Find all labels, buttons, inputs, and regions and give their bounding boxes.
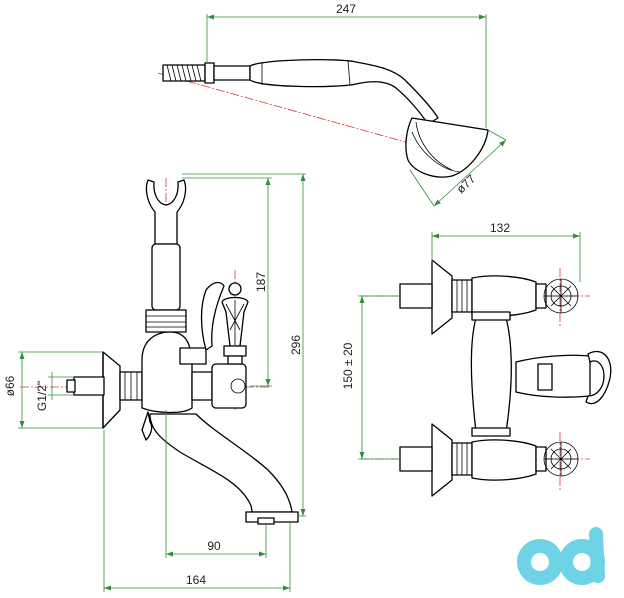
- dim-spout-reach: 90: [207, 539, 221, 553]
- shower-hose: [162, 62, 251, 84]
- infinity-cd-logo: [517, 527, 605, 585]
- shower-handle: [249, 59, 439, 125]
- dim-total-depth: 164: [186, 573, 206, 587]
- mixer-body: [141, 331, 193, 414]
- dim-flange-diameter: ø66: [3, 375, 17, 396]
- hand-shower: 247 ø77: [157, 2, 507, 207]
- dim-total-height: 296: [289, 335, 303, 355]
- dim-shower-head-diameter: ø77: [454, 172, 479, 197]
- side-view: 187 296 ø66 G1/2" 90 164: [3, 173, 306, 592]
- dim-shower-length: 247: [336, 2, 356, 16]
- dim-holder-height: 187: [254, 272, 268, 292]
- riser-column: [151, 243, 181, 311]
- cross-handle-bottom: [543, 441, 579, 477]
- dim-wall-distance: 132: [490, 221, 510, 235]
- center-body: [470, 317, 512, 433]
- lower-valve: [399, 423, 579, 497]
- wall-flange: [102, 351, 121, 429]
- cross-handle-top: [543, 278, 579, 314]
- shower-fork-holder: [145, 179, 187, 245]
- front-view: 132 150 ± 20: [341, 221, 612, 497]
- dim-thread: G1/2": [35, 381, 49, 411]
- diverter-lever: [200, 281, 225, 351]
- upper-valve: [399, 259, 579, 335]
- dim-center-distance: 150 ± 20: [341, 342, 355, 389]
- spout-front: [515, 354, 591, 398]
- bath-spout: [149, 413, 293, 513]
- cross-handle-knob: [221, 282, 249, 365]
